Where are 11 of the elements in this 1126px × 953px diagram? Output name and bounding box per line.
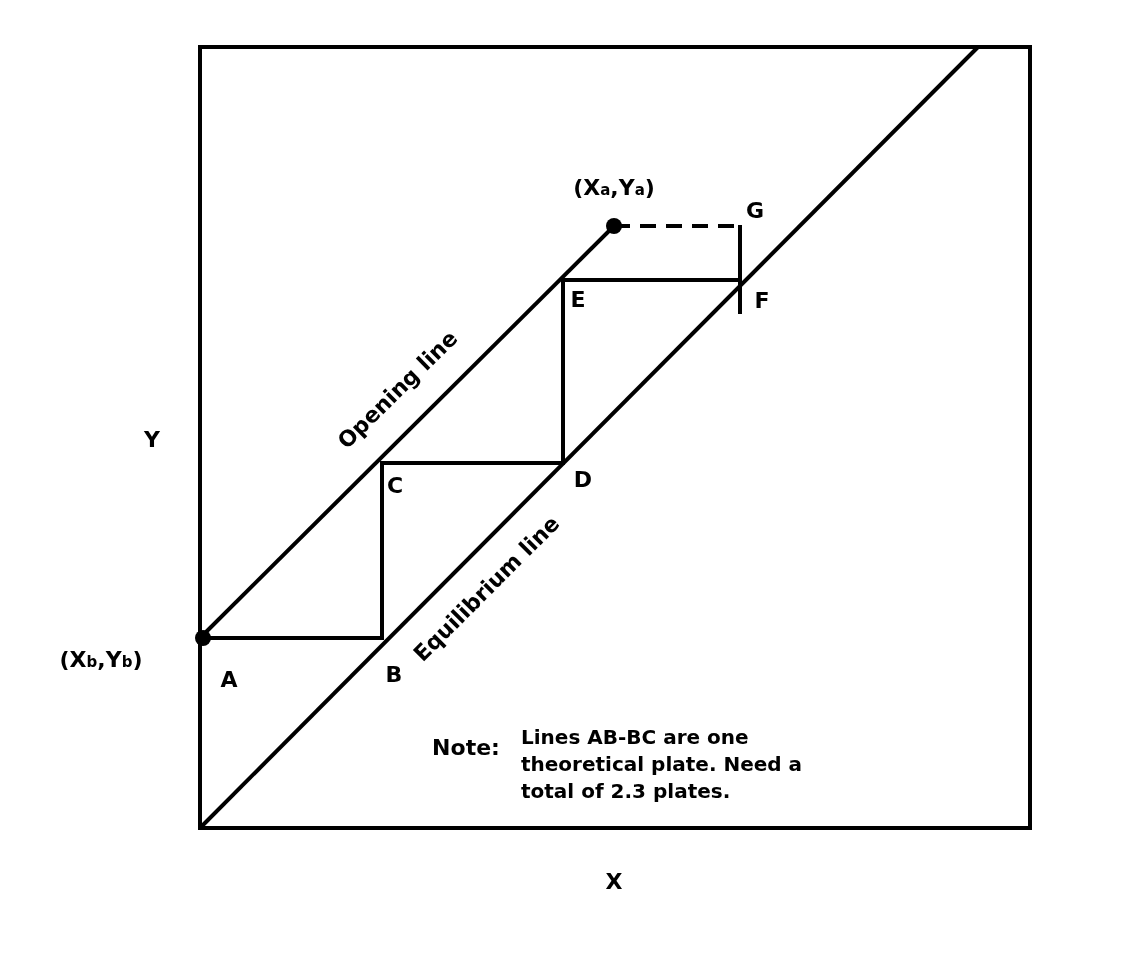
note-text: Lines AB-BC are one theoretical plate. Need a total of 2.3 plates. [521, 723, 804, 805]
point-label: G [745, 197, 765, 225]
point-label: E [570, 286, 586, 314]
point-label: B [385, 661, 403, 689]
point-label: A [220, 666, 238, 694]
point-label: F [754, 287, 770, 315]
axis-label: X [605, 868, 623, 896]
note-label: Note: [432, 734, 500, 762]
point-label: D [573, 466, 593, 494]
point-label: C [386, 472, 404, 500]
axis-label: Y [144, 426, 160, 454]
